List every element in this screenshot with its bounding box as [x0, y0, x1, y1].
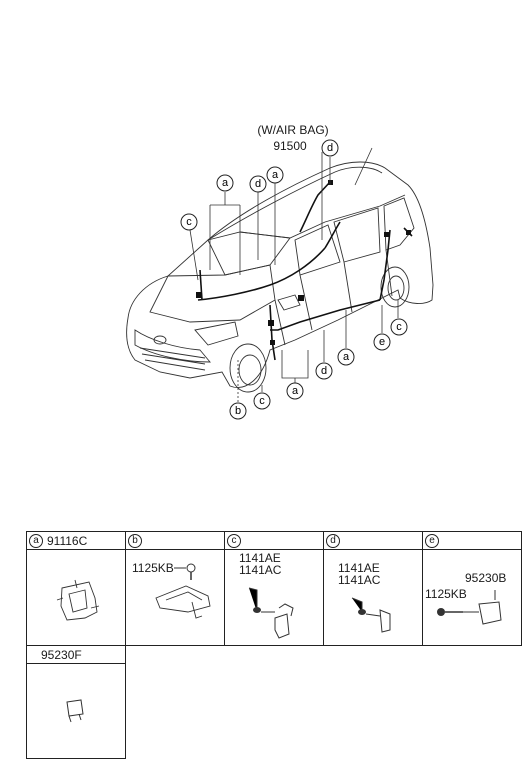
label-1141ac-d: 1141AC [338, 573, 381, 587]
label-1141ae-c: 1141AE [239, 551, 281, 565]
callout-c-right: c [390, 318, 408, 336]
connector-part-drawing-c [248, 587, 294, 639]
letter-a: a [29, 533, 43, 548]
label-1125kb-e: 1125KB [425, 587, 467, 601]
svg-text:c: c [259, 395, 265, 407]
airbag-note: (W/AIR BAG) [257, 123, 328, 137]
header-e: e [422, 531, 522, 550]
wiring-harness [196, 180, 413, 361]
wiring-diagram: (W/AIR BAG) 91500 [126, 123, 434, 420]
letter-d: d [326, 533, 340, 548]
main-part-number: 91500 [273, 139, 307, 153]
letter-c: c [227, 533, 241, 548]
clip-part-drawing [56, 579, 100, 621]
svg-text:b: b [235, 405, 241, 417]
header-b: b [125, 531, 225, 550]
svg-text:c: c [396, 321, 402, 333]
callout-a-top: a [266, 166, 284, 184]
callout-a-right: a [337, 348, 355, 366]
callout-a-left: a [216, 174, 234, 192]
leader-lines [189, 147, 399, 402]
svg-text:a: a [272, 169, 279, 181]
label-95230b: 95230B [465, 571, 507, 585]
callout-e-right: e [373, 333, 391, 351]
bracket-part-drawing [155, 563, 211, 619]
callout-c-bottom: c [253, 392, 271, 410]
cell-b: 1125KB [125, 549, 225, 646]
connector-part-drawing-d [351, 597, 391, 633]
label-1141ac-c: 1141AC [239, 563, 282, 577]
relay-part-drawing [437, 590, 502, 625]
svg-text:d: d [327, 142, 333, 154]
svg-text:a: a [292, 385, 299, 397]
letter-b: b [128, 533, 142, 548]
svg-text:d: d [321, 365, 327, 377]
header-d: d [323, 531, 423, 550]
callout-d-top: d [321, 139, 339, 157]
svg-text:a: a [343, 351, 350, 363]
part-91116c: 91116C [47, 533, 88, 548]
cell-e: 95230B 1125KB [422, 549, 522, 646]
cell-95230f [26, 663, 126, 759]
cell-d: 1141AE 1141AC [323, 549, 423, 646]
header-95230f: 95230F [26, 645, 126, 664]
svg-text:e: e [379, 336, 385, 348]
callout-d-bottom: d [315, 362, 333, 380]
car-outline [126, 161, 434, 393]
svg-text:d: d [255, 178, 261, 190]
cell-a [26, 549, 126, 646]
letter-e: e [425, 533, 439, 548]
callout-a-bottom: a [286, 382, 304, 400]
svg-text:c: c [186, 216, 192, 228]
callout-b-bottom: b [229, 402, 247, 420]
label-1141ae-d: 1141AE [338, 561, 380, 575]
callout-d-left: d [249, 175, 267, 193]
cell-c: 1141AE 1141AC [224, 549, 324, 646]
header-c: c [224, 531, 324, 550]
part-95230f: 95230F [41, 647, 82, 662]
label-1125kb-b: 1125KB [132, 561, 174, 575]
callout-c-left: c [180, 213, 198, 231]
header-a: a 91116C [26, 531, 126, 550]
svg-text:a: a [222, 177, 229, 189]
relay-small-drawing [66, 699, 84, 723]
